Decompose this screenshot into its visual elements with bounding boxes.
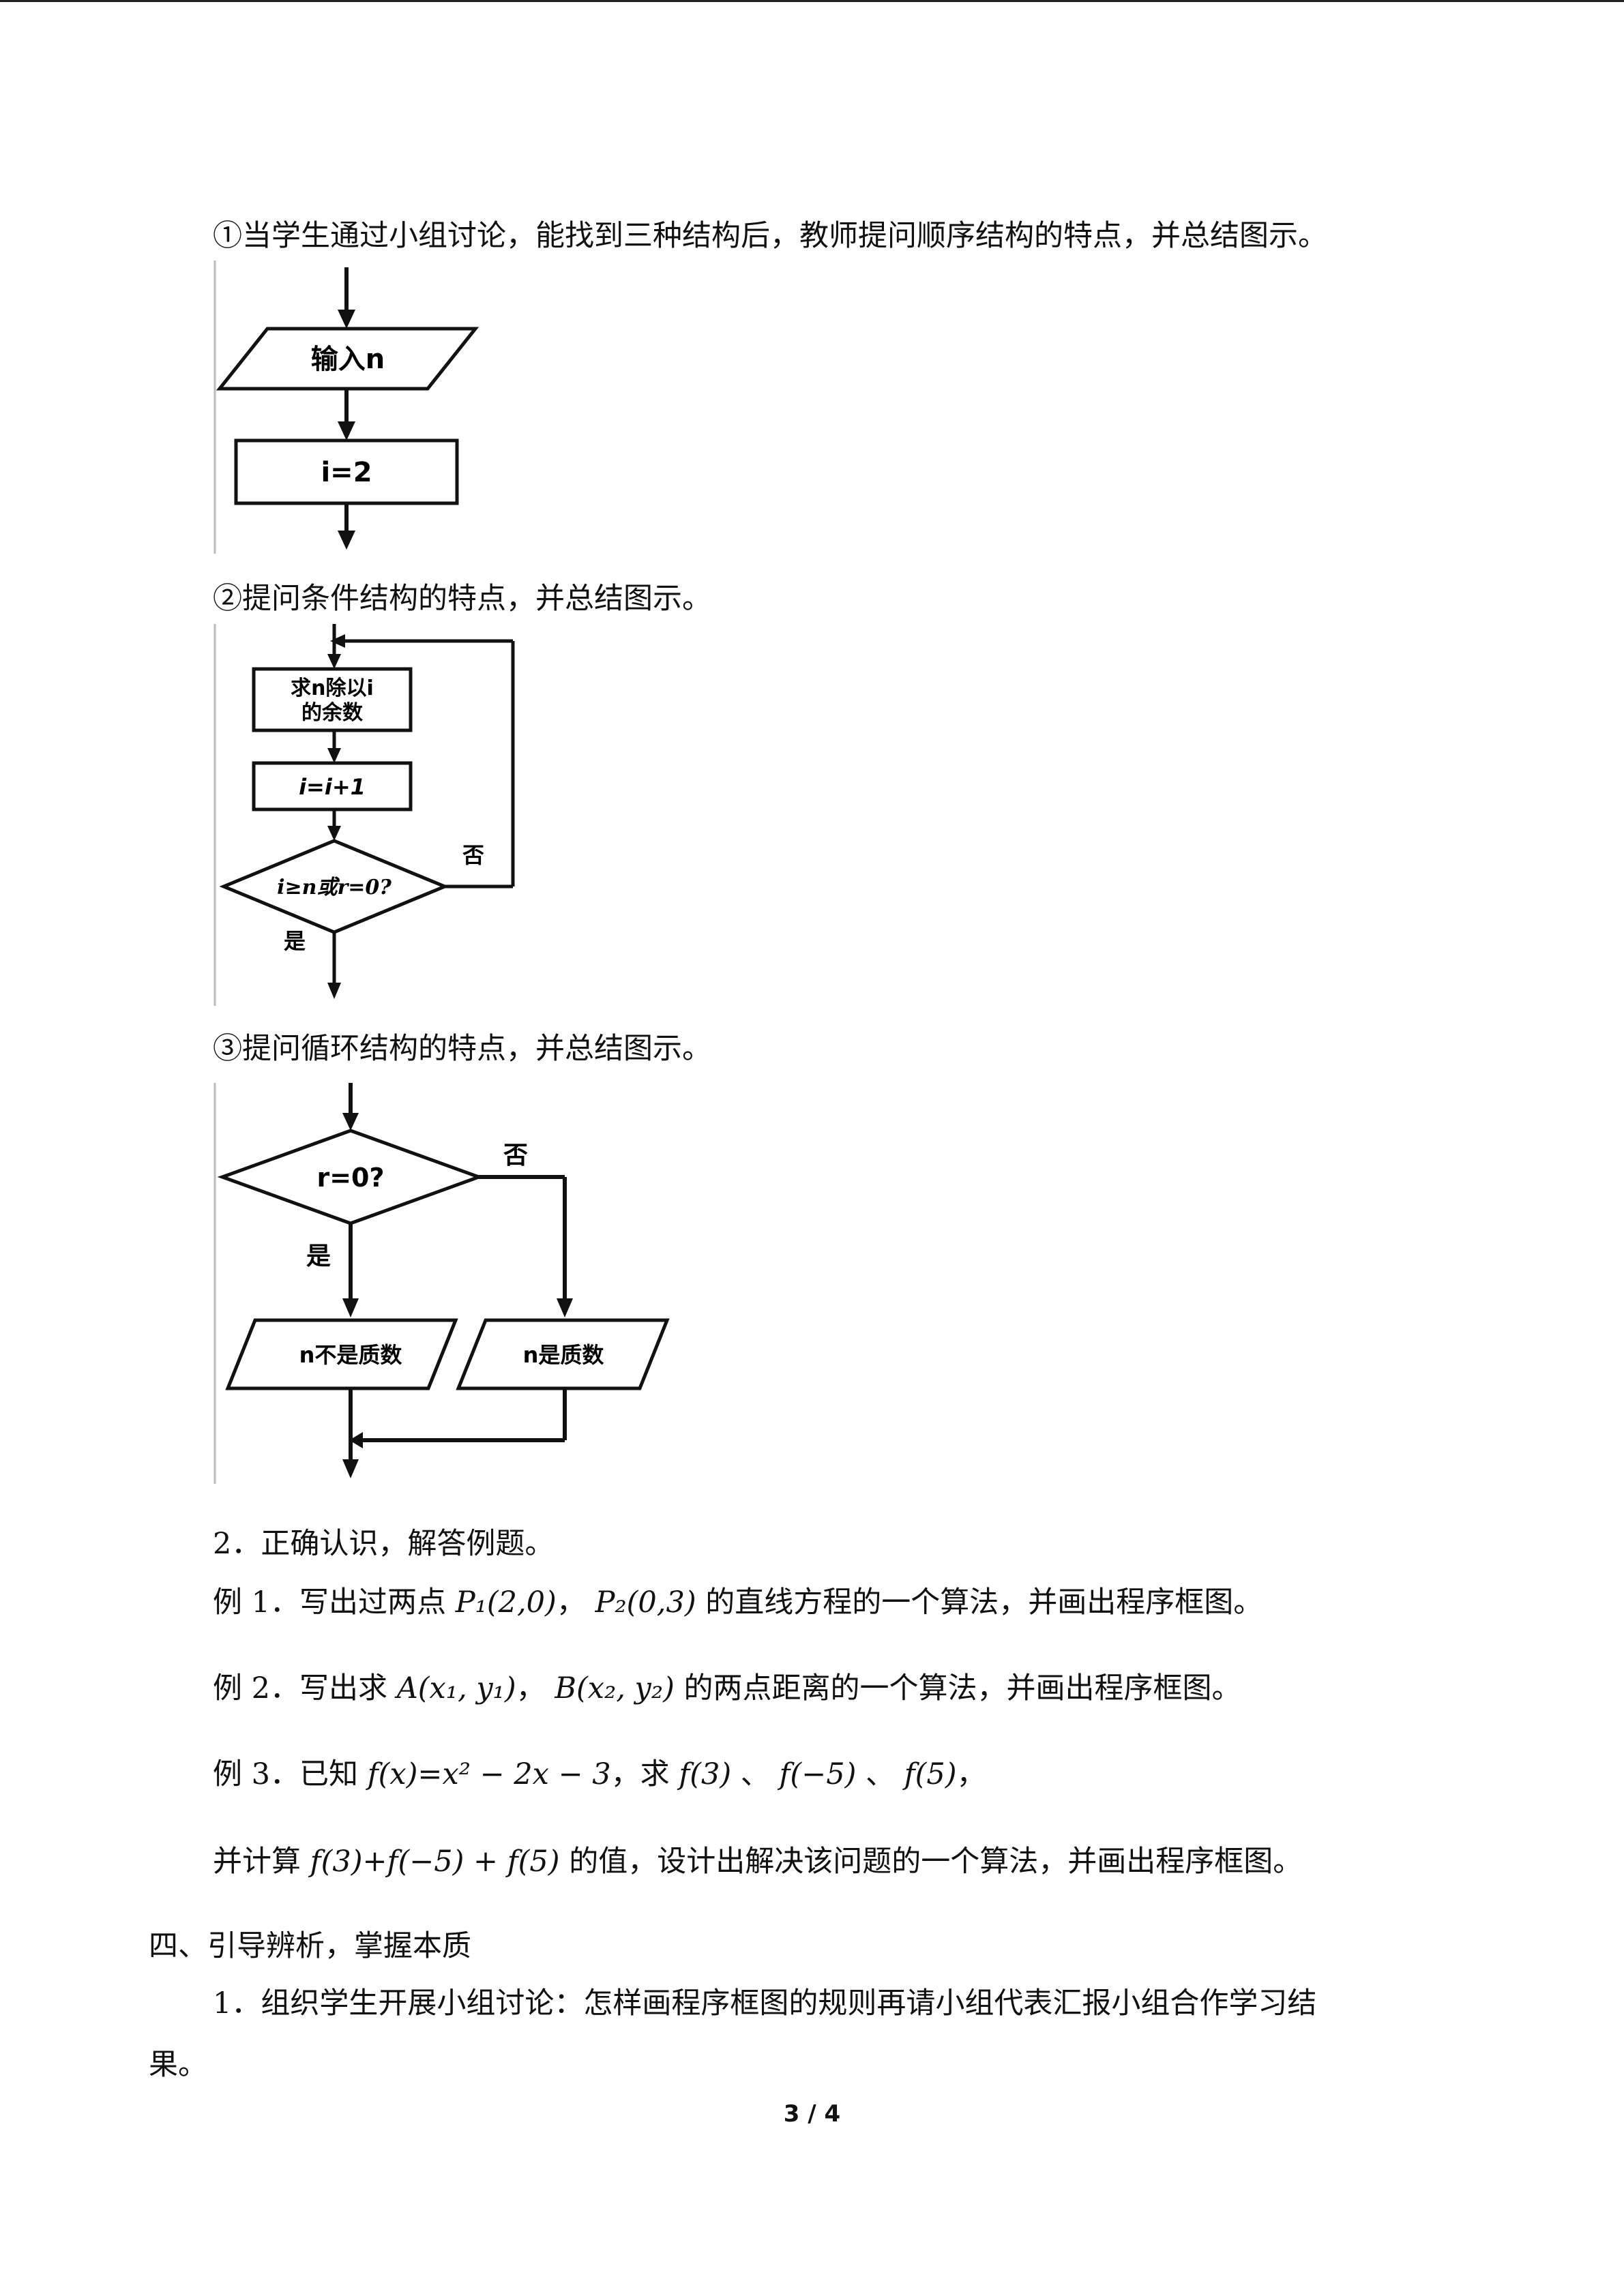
intro-condition: ②提问条件结构的特点，并总结图示。: [213, 582, 711, 616]
section-4-paragraph-cont: 果。: [149, 2048, 207, 2082]
r-zero-label: r=0?: [316, 1163, 384, 1193]
section-4-title: 四、引导辨析，掌握本质: [149, 1929, 471, 1963]
yes-label-2: 是: [306, 1242, 331, 1270]
example-3-continued: 并计算 f(3)+f(−5) + f(5) 的值，设计出解决该问题的一个算法，并…: [213, 1845, 1303, 1879]
input-label: 输入n: [311, 344, 385, 375]
prime-output: [456, 1318, 670, 1390]
intro-loop: ③提问循环结构的特点，并总结图示。: [213, 1032, 711, 1066]
section-4-paragraph: 1．组织学生开展小组讨论：怎样画程序框图的规则再请小组代表汇报小组合作学习结: [213, 1986, 1317, 2021]
assign-label: i=2: [321, 457, 372, 488]
input-parallelogram: [216, 327, 479, 391]
increment-label: i=i+1: [299, 774, 366, 800]
section-2-title: 2．正确认识，解答例题。: [213, 1527, 555, 1561]
loop-flowchart: 求n除以i 的余数 i=i+1 i≥n或r=0? 否 是: [213, 624, 533, 1006]
remainder-label-2: 的余数: [301, 701, 364, 725]
example-1: 例 1．写出过两点 P₁(2,0)， P₂(0,3) 的直线方程的一个算法，并画…: [213, 1585, 1263, 1620]
no-label-2: 否: [503, 1142, 528, 1169]
page-number: 3 / 4: [783, 2100, 841, 2128]
prime-label: n是质数: [523, 1342, 605, 1368]
yes-label: 是: [284, 928, 306, 954]
intro-sequence: ①当学生通过小组讨论，能找到三种结构后，教师提问顺序结构的特点，并总结图示。: [213, 219, 1327, 253]
conditional-flowchart: r=0? 否 是 n不是质数 n是质数: [213, 1083, 670, 1484]
condition-label: i≥n或r=0?: [277, 876, 392, 899]
page-top-border: [0, 0, 1624, 2]
example-3: 例 3．已知 f(x)=x² − 2x − 3，求 f(3) 、 f(−5) 、…: [213, 1757, 986, 1791]
sequence-flowchart: 输入n i=2: [213, 260, 492, 554]
no-label: 否: [462, 842, 484, 868]
example-2: 例 2．写出求 A(x₁, y₁)， B(x₂, y₂) 的两点距离的一个算法，…: [213, 1671, 1241, 1705]
not-prime-output: [225, 1318, 458, 1390]
remainder-label-1: 求n除以i: [291, 676, 374, 700]
not-prime-label: n不是质数: [299, 1342, 403, 1368]
